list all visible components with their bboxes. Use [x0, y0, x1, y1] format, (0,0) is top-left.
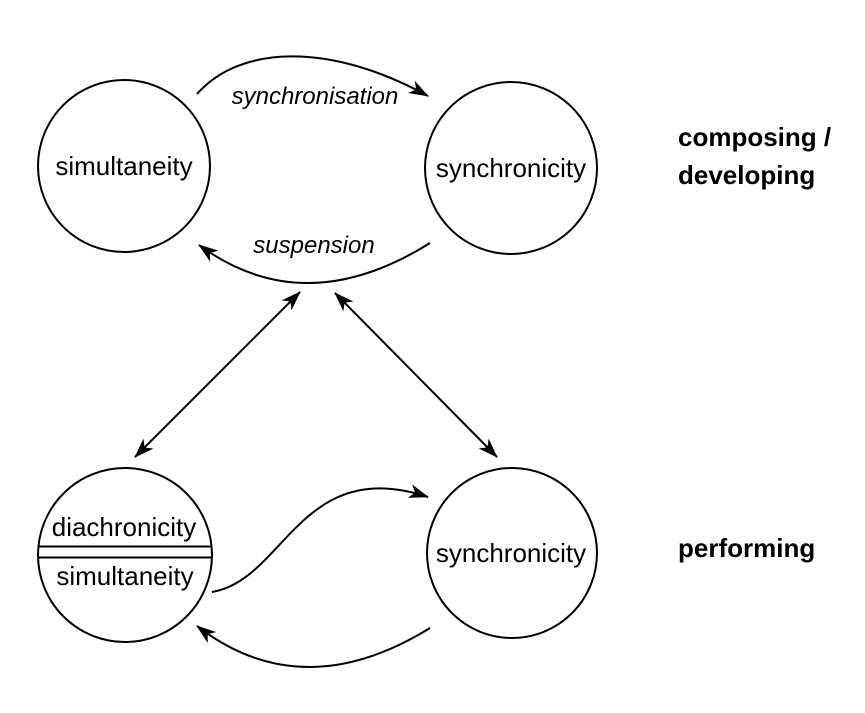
- arrow-bottom-back: [196, 625, 431, 668]
- label-top-left-node: simultaneity: [55, 151, 192, 181]
- arrow-double-left: [134, 291, 301, 458]
- label-arrow-suspension: suspension: [253, 232, 374, 259]
- label-bottom-right-node: synchronicity: [436, 538, 586, 568]
- label-bottom-left-node-bottom: simultaneity: [56, 561, 193, 591]
- label-row-composing-line1: composing /: [678, 122, 831, 152]
- node-circle-bottom-left: [37, 467, 213, 643]
- label-row-composing-line2: developing: [678, 160, 815, 190]
- node-circle-bottom-right: [426, 467, 598, 639]
- arrow-bottom-forward: [211, 484, 429, 593]
- label-top-right-node: synchronicity: [436, 153, 586, 183]
- label-arrow-synchronisation: synchronisation: [232, 83, 399, 110]
- node-circle-top-right: [424, 81, 598, 255]
- label-bottom-left-node-top: diachronicity: [52, 512, 197, 542]
- label-row-performing: performing: [678, 533, 815, 563]
- node-circle-top-left: [37, 79, 211, 253]
- arrow-synchronisation: [196, 55, 429, 97]
- arrow-double-right: [334, 292, 498, 458]
- arrow-suspension: [198, 242, 431, 284]
